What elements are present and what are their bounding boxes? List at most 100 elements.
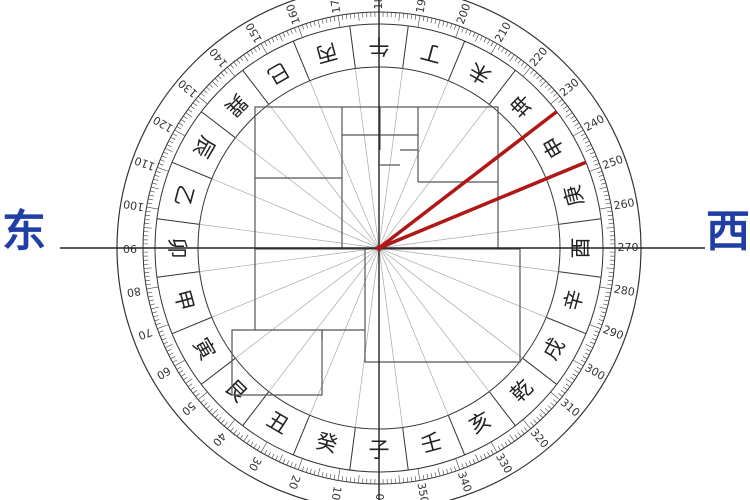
degree-tick	[217, 416, 222, 421]
degree-tick	[584, 140, 590, 144]
degree-label: 200	[454, 2, 473, 26]
degree-tick	[483, 37, 487, 43]
degree-label: 310	[558, 396, 582, 419]
degree-tick	[509, 434, 515, 442]
degree-label: 100	[122, 197, 145, 213]
degree-tick	[475, 33, 480, 42]
degree-tick	[550, 402, 555, 407]
degree-tick	[250, 49, 254, 55]
degree-tick	[148, 295, 154, 298]
mountain-divider	[242, 391, 270, 427]
degree-tick	[479, 35, 483, 41]
degree-tick	[530, 69, 535, 74]
degree-tick	[158, 330, 164, 333]
degree-tick	[200, 92, 205, 97]
degree-label: 280	[613, 283, 636, 299]
degree-label: 10	[329, 485, 344, 500]
degree-tick	[294, 463, 297, 469]
degree-tick	[580, 359, 586, 363]
degree-tick	[305, 467, 308, 473]
degree-tick	[209, 83, 214, 88]
degree-tick	[597, 322, 603, 326]
degree-tick	[172, 359, 178, 363]
degree-tick	[195, 393, 200, 397]
degree-label: 150	[243, 20, 265, 45]
sector-ray	[211, 247, 380, 318]
degree-tick	[455, 26, 460, 38]
degree-tick	[321, 18, 324, 24]
sector-ray	[378, 68, 403, 249]
degree-tick	[158, 163, 164, 166]
degree-tick	[230, 427, 234, 432]
degree-tick	[540, 80, 547, 87]
degree-tick	[607, 210, 613, 213]
degree-tick	[148, 299, 154, 302]
sector-ray	[378, 247, 547, 318]
degree-tick	[354, 477, 356, 483]
degree-tick	[345, 476, 348, 482]
degree-tick	[155, 322, 161, 326]
degree-tick	[160, 159, 165, 162]
degree-tick	[398, 475, 400, 484]
degree-tick	[600, 311, 606, 314]
degree-tick	[246, 439, 251, 444]
degree-tick	[294, 27, 297, 33]
mountain-label: 庚	[560, 182, 589, 208]
mountain-divider	[171, 316, 212, 335]
degree-tick	[143, 267, 152, 269]
degree-tick	[406, 13, 409, 19]
degree-tick	[593, 159, 598, 162]
degree-tick	[174, 359, 186, 367]
mountain-label: 丁	[418, 39, 444, 68]
degree-tick	[233, 429, 238, 435]
degree-tick	[461, 463, 464, 469]
degree-tick	[154, 174, 160, 177]
degree-tick	[176, 366, 182, 370]
sector-ray	[355, 247, 380, 428]
degree-tick	[329, 473, 332, 479]
degree-tick	[576, 366, 582, 370]
degree-tick	[317, 468, 321, 477]
sector-ray	[378, 247, 403, 428]
degree-tick	[490, 43, 498, 55]
degree-tick	[606, 267, 615, 269]
degree-tick	[580, 133, 586, 137]
degree-tick	[536, 416, 541, 421]
degree-tick	[594, 330, 600, 333]
degree-tick	[290, 29, 293, 34]
degree-tick	[576, 126, 582, 130]
degree-tick	[313, 21, 316, 27]
degree-tick	[149, 190, 155, 193]
degree-tick	[144, 218, 150, 221]
degree-label: 40	[210, 430, 229, 449]
degree-tick	[509, 54, 515, 62]
degree-tick	[214, 413, 219, 418]
degree-tick	[455, 458, 460, 470]
degree-tick	[337, 468, 341, 481]
degree-tick	[152, 182, 158, 185]
mountain-divider	[488, 69, 516, 105]
degree-tick	[604, 299, 610, 302]
floor-plan	[231, 106, 521, 396]
degree-tick	[214, 78, 219, 83]
degree-tick	[570, 376, 575, 381]
degree-tick	[144, 275, 150, 278]
degree-tick	[461, 27, 464, 33]
degree-label: 230	[557, 76, 581, 99]
degree-label: 250	[601, 153, 625, 172]
degree-tick	[149, 303, 155, 306]
degree-tick	[599, 206, 612, 210]
sector-ray	[355, 68, 380, 249]
degree-tick	[584, 352, 590, 356]
degree-tick	[325, 17, 328, 23]
degree-tick	[572, 359, 584, 367]
degree-tick	[582, 356, 588, 360]
degree-label: 290	[601, 323, 625, 342]
degree-tick	[572, 129, 584, 137]
degree-tick	[278, 454, 283, 463]
degree-tick	[148, 198, 154, 201]
sector-ray	[235, 137, 380, 249]
degree-tick	[190, 105, 195, 110]
degree-tick	[275, 35, 279, 41]
degree-tick	[150, 306, 159, 310]
